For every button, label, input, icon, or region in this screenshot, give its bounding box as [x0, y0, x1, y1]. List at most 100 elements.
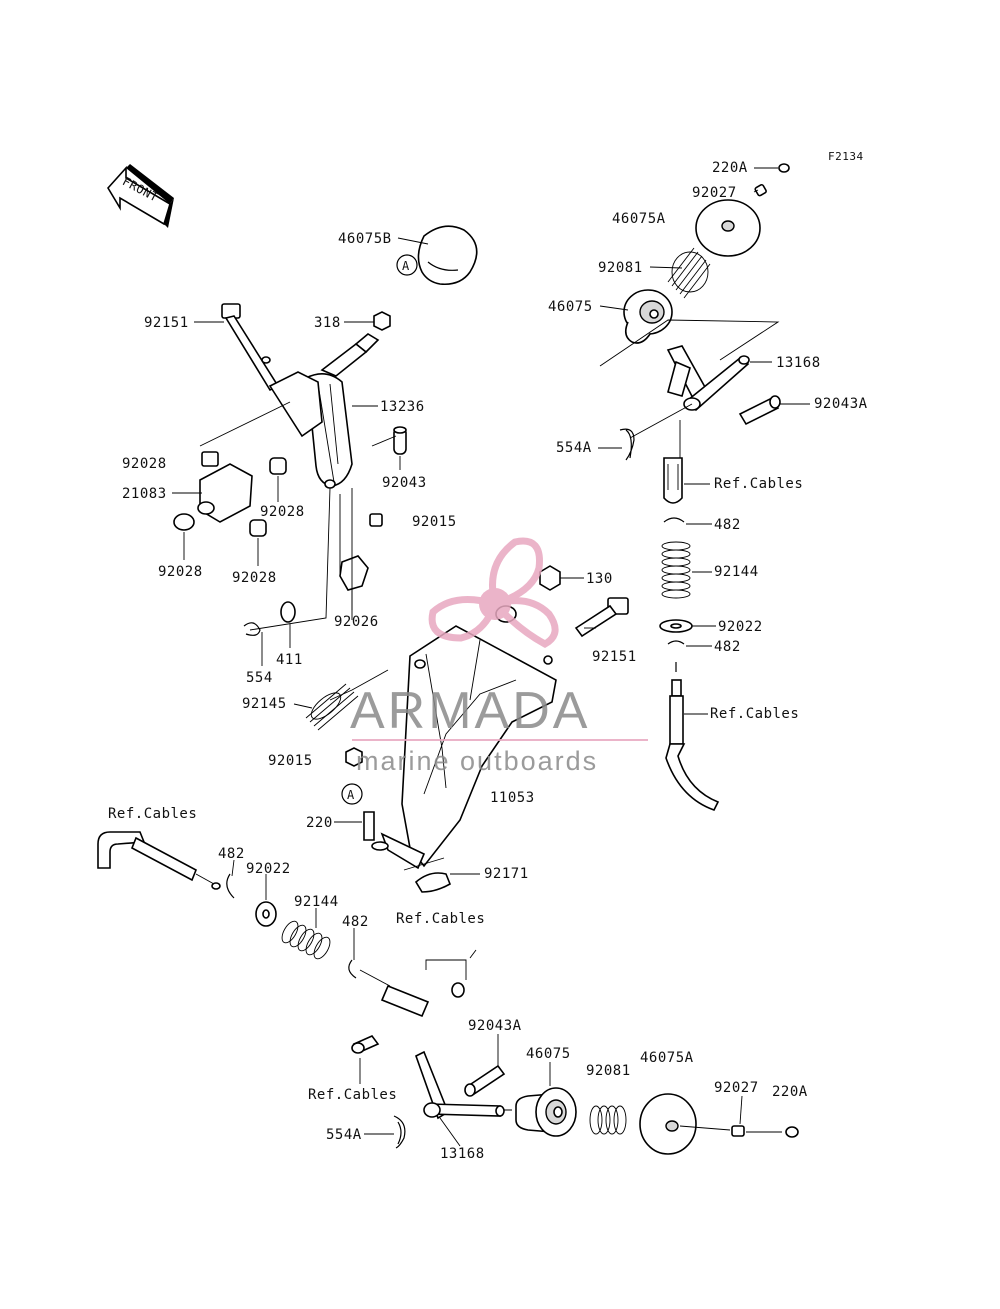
label-92144-right: 92144: [714, 564, 759, 580]
collar-92027-top: [754, 183, 767, 197]
label-92027-top: 92027: [692, 185, 737, 201]
label-ref-cables-3: Ref.Cables: [108, 806, 197, 822]
label-11053: 11053: [490, 790, 535, 806]
label-92015-b: 92015: [268, 753, 313, 769]
label-92028-a: 92028: [122, 456, 167, 472]
spring-92145: [305, 683, 359, 731]
eclip-482-r2: [667, 640, 685, 645]
washer-411: [280, 601, 296, 623]
label-92043A-top: 92043A: [814, 396, 868, 412]
guide-lines: [599, 319, 780, 367]
screw-220A-bottom: [785, 1126, 799, 1138]
label-92081-top: 92081: [598, 260, 643, 276]
label-92027-bottom: 92027: [714, 1080, 759, 1096]
watermark-brand: ARMADA: [350, 682, 590, 740]
clamp-92026: [339, 555, 369, 591]
clip-554: [243, 622, 261, 636]
spring-92144-left: [281, 920, 331, 960]
knob-46075B: [417, 225, 478, 286]
label-13168-bottom: 13168: [440, 1146, 485, 1162]
label-220A-top: 220A: [712, 160, 748, 176]
label-92043: 92043: [382, 475, 427, 491]
label-ref-cables-2: Ref.Cables: [710, 706, 799, 722]
label-46075B: 46075B: [338, 231, 392, 247]
label-ref-cables-1: Ref.Cables: [714, 476, 803, 492]
front-arrow-icon: FRONT: [107, 164, 174, 228]
nut-318: [373, 311, 391, 331]
label-ref-cables-4: Ref.Cables: [396, 911, 485, 927]
bolt-92151-top: [221, 303, 280, 392]
propeller-logo-icon: [428, 537, 559, 648]
clip-554A-top: [619, 428, 635, 461]
label-554A-top: 554A: [556, 440, 592, 456]
eclip-482-l1: [226, 873, 235, 899]
label-220: 220: [306, 815, 333, 831]
label-554A-bottom: 554A: [326, 1127, 362, 1143]
label-92151-right: 92151: [592, 649, 637, 665]
cap-hole: [721, 220, 735, 232]
switch-21083: [197, 451, 253, 523]
label-46075-top: 46075: [548, 299, 593, 315]
label-92151-top: 92151: [144, 315, 189, 331]
propeller-hub: [479, 588, 511, 620]
label-482-r2: 482: [714, 639, 741, 655]
bushing-92028-b: [249, 519, 267, 537]
cable-tip-left: [211, 882, 221, 890]
watermark-tagline: marine outboards: [356, 746, 598, 776]
nut-92015-b: [345, 747, 363, 767]
label-46075A-bottom: 46075A: [640, 1050, 694, 1066]
washer-92022-right: [659, 619, 693, 633]
label-13168-top: 13168: [776, 355, 821, 371]
knob-46075-bottom: [515, 1087, 577, 1137]
cable-right: [665, 662, 720, 811]
label-220A-bottom: 220A: [772, 1084, 808, 1100]
bolt-92151-right: [574, 597, 629, 638]
spring-92144-right: [661, 541, 691, 599]
label-92171: 92171: [484, 866, 529, 882]
label-482-l1: 482: [218, 846, 245, 862]
label-46075A-top: 46075A: [612, 211, 666, 227]
leader-lines: [172, 167, 810, 1147]
label-92028-c: 92028: [158, 564, 203, 580]
part-labels: 220A 92027 46075A 92081 46075 13168 9204…: [108, 160, 868, 1162]
spring-92081-top: [667, 247, 711, 299]
pin-92043A-top: [738, 395, 781, 426]
nut-92015-a: [369, 513, 383, 527]
callout-A-bottom: A: [341, 783, 363, 805]
svg-text:A: A: [402, 259, 410, 273]
connection-lines: [199, 401, 397, 631]
bolt-130: [539, 565, 561, 591]
pin-left: [351, 1035, 380, 1054]
label-92144-left: 92144: [294, 894, 339, 910]
label-92028-b: 92028: [260, 504, 305, 520]
cable-clevis-right: [663, 457, 683, 504]
label-92022-left: 92022: [246, 861, 291, 877]
label-411: 411: [276, 652, 303, 668]
label-482-r1: 482: [714, 517, 741, 533]
eclip-482-l2: [348, 959, 357, 979]
knob-shading: [427, 261, 459, 271]
lever-13168-bottom: [415, 1050, 505, 1120]
figure-code: F2134: [828, 150, 864, 163]
washer-hole: [262, 909, 270, 919]
axis-lines: [504, 1109, 782, 1133]
label-21083: 21083: [122, 486, 167, 502]
label-130: 130: [586, 571, 613, 587]
screw-220A-top: [778, 163, 790, 173]
cable-sleeve-left: [130, 836, 198, 882]
label-92028-d: 92028: [232, 570, 277, 586]
label-46075-bottom: 46075: [526, 1046, 571, 1062]
callout-A-top: A: [396, 254, 418, 276]
cable-clevis-left: [380, 984, 430, 1018]
knob-46075-top: [623, 289, 673, 344]
clip-554A-bottom: [393, 1115, 406, 1149]
watermark: ARMADA marine outboards: [350, 537, 648, 776]
bracket-lines: [329, 669, 445, 871]
pin-92043A-bottom: [464, 1064, 506, 1097]
label-13236: 13236: [380, 399, 425, 415]
label-92022-right: 92022: [718, 619, 763, 635]
label-482-l2: 482: [342, 914, 369, 930]
bushing-92028-c: [173, 513, 195, 531]
